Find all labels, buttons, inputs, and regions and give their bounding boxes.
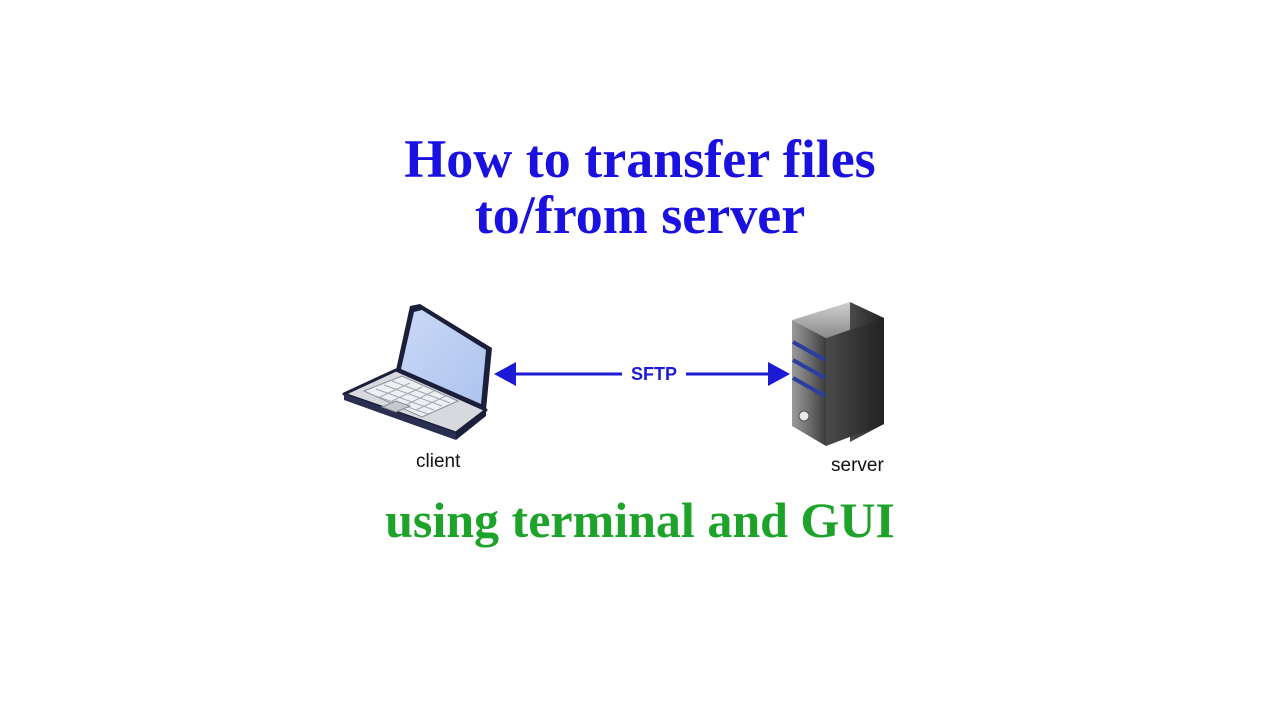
left-arrowhead-icon [494,362,516,386]
title-line-2: to/from server [474,185,806,245]
laptop-icon [342,304,492,440]
client-label: client [416,451,461,472]
sftp-connection-arrow: SFTP [494,362,790,386]
subtitle: using terminal and GUI [385,492,895,548]
sftp-label: SFTP [631,364,677,384]
server-tower-icon [792,302,884,446]
client-server-diagram: SFTP [342,302,884,446]
server-label: server [831,455,884,476]
title-line-1: How to transfer files [404,129,876,189]
right-arrowhead-icon [768,362,790,386]
